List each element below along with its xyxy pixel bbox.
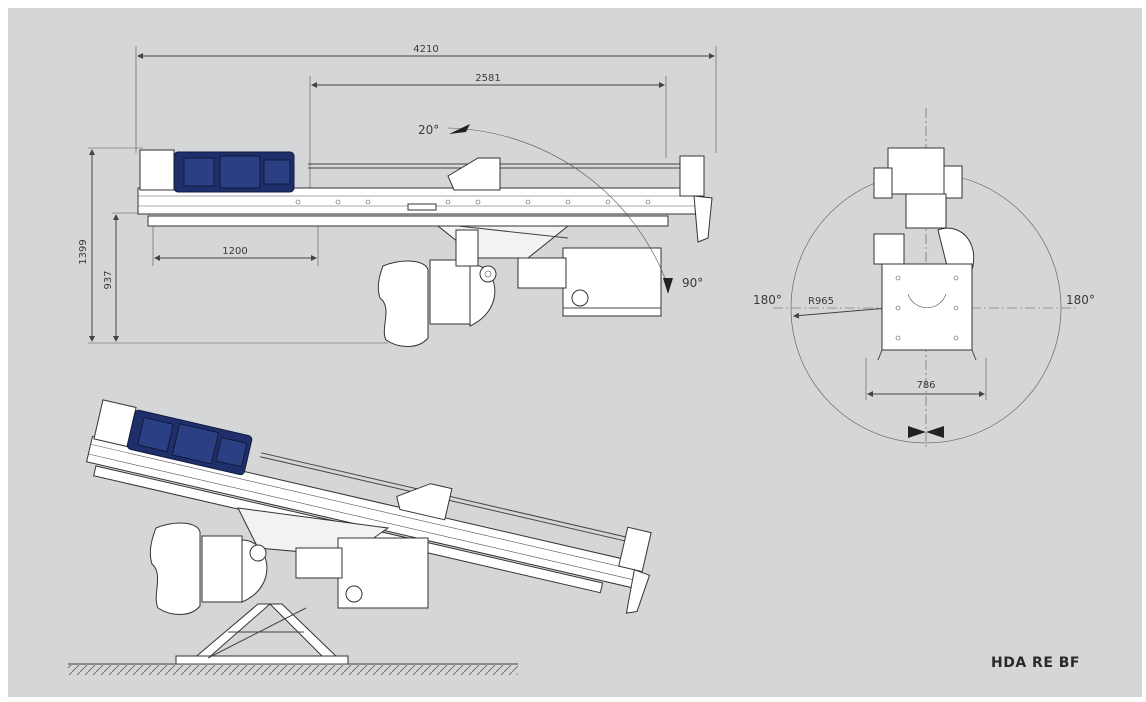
- rotation-arrow-left: [908, 426, 926, 438]
- label-rotate-right: 180°: [1066, 293, 1095, 307]
- label-tilt-up: 20°: [418, 123, 439, 137]
- technical-drawing: 4210 2581 1399 937 1200: [68, 44, 1095, 675]
- label-base-height: 937: [103, 270, 114, 289]
- front-clamp: [679, 155, 705, 197]
- lower-rail: [147, 215, 669, 227]
- rear-clamp: [139, 149, 175, 191]
- mount-plate: [377, 260, 429, 347]
- control-box: [562, 247, 662, 317]
- center-bracket: [447, 157, 501, 191]
- dim-base-height: 937: [103, 212, 148, 342]
- pivot-joint: [479, 265, 497, 283]
- label-overall-length: 4210: [413, 44, 438, 55]
- dim-end-width: 786: [865, 358, 987, 400]
- label-tilt-down: 90°: [682, 276, 703, 290]
- ground-line: [68, 663, 518, 675]
- label-base-length: 1200: [222, 246, 247, 257]
- model-label: HDA RE BF: [991, 655, 1080, 671]
- tilted-drill-motor: [126, 409, 253, 476]
- front-head: [887, 147, 945, 195]
- front-view: R965 180° 180° 786: [753, 108, 1095, 448]
- side-view-tilted: [68, 399, 652, 675]
- label-rotation-radius: R965: [808, 296, 834, 307]
- label-end-width: 786: [916, 380, 935, 391]
- label-total-height: 1399: [78, 239, 89, 264]
- tilted-mount-plate: [149, 522, 201, 615]
- label-rotate-left: 180°: [753, 293, 782, 307]
- label-feed-length: 2581: [475, 73, 500, 84]
- tilt-angle-indicator: 20° 90°: [418, 123, 703, 294]
- front-base-block: [881, 263, 973, 351]
- rotation-arrow-right: [926, 426, 944, 438]
- side-view-horizontal: 4210 2581 1399 937 1200: [78, 44, 717, 347]
- drawing-sheet: 4210 2581 1399 937 1200: [8, 8, 1142, 697]
- turret-housing: [429, 259, 471, 325]
- dim-total-height: 1399: [78, 147, 388, 344]
- dim-overall-length: 4210: [135, 44, 717, 153]
- dim-feed-length: 2581: [309, 73, 667, 188]
- drill-motor: [173, 151, 295, 193]
- dim-base-length: 1200: [152, 226, 319, 266]
- a-frame-stand: [175, 603, 349, 665]
